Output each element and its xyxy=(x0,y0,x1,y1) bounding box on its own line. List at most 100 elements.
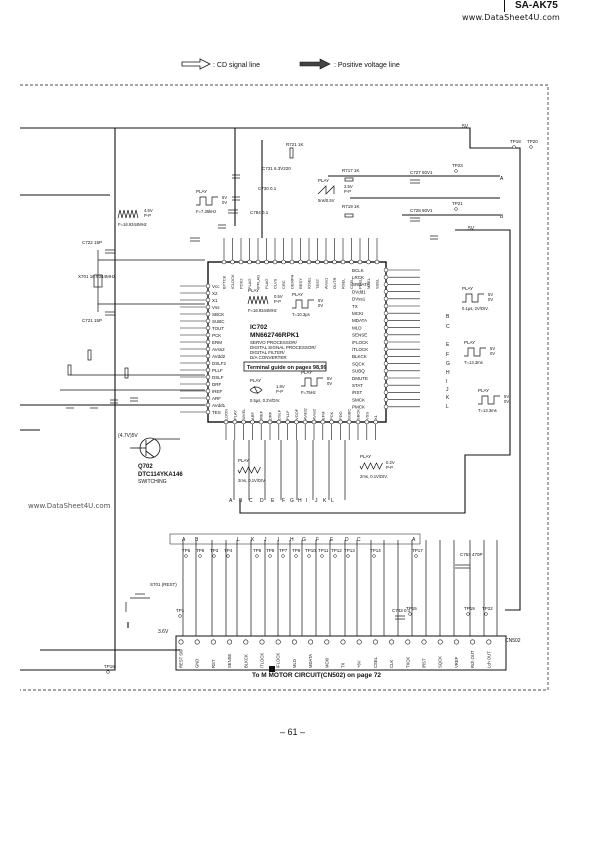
ic-left-pin-label: TOUT xyxy=(212,326,224,331)
ic-pin-dot xyxy=(205,332,211,338)
c731-label: C731 6.3V220 xyxy=(262,166,291,171)
waveform-amplitude: 5V xyxy=(327,376,332,381)
cn502-pin-label: CLK xyxy=(389,660,394,668)
ic-pin-dot xyxy=(383,332,389,338)
ic-desc-2: DIGITAL SIGNAL PROCESSOR/ xyxy=(250,345,317,350)
waveform-amplitude: 1.8V xyxy=(276,384,285,389)
ic-pin-dot xyxy=(205,395,211,401)
cd-signal-arrow-icon xyxy=(181,58,211,70)
ic-pin-dot xyxy=(276,419,282,425)
cn502-pin-icon xyxy=(356,639,362,645)
svg-text:R721 1K R717 1K R719 1: R721 1K R717 1K R719 1K C727 50V1 C728 5… xyxy=(250,142,434,215)
ic-pin-dot xyxy=(205,388,211,394)
test-point-icon xyxy=(333,554,337,558)
ic-left-pin-label: DSLF xyxy=(212,375,224,380)
waveform-play-label: PLAY xyxy=(462,286,473,291)
cn502-pin-icon xyxy=(372,639,378,645)
r719-label: R719 1K xyxy=(342,204,360,209)
bus-letter: L xyxy=(446,404,449,410)
ic-left-pins: VccX2X1VssSBCKSUBCTOUTPCKERMAVss2AVdd2DS… xyxy=(180,283,227,415)
ic-right-pin-label: DMUTE xyxy=(352,376,368,381)
test-point-label: TP11 xyxy=(318,548,329,553)
ic-pin-dot xyxy=(383,397,389,402)
ic-pin-dot xyxy=(373,419,378,425)
cn502-pin-icon xyxy=(437,639,443,645)
bus-letter: J xyxy=(264,537,267,543)
bus-letter: G xyxy=(302,537,306,543)
header-url: www.DataSheet4U.com xyxy=(462,13,561,22)
ic-pin-dot xyxy=(340,259,346,265)
ic-pin-dot xyxy=(205,346,211,352)
ic-bottom-pin-label: DRF xyxy=(268,411,273,420)
c721-label: C721 15P xyxy=(82,318,102,323)
ic-pin-dot xyxy=(255,259,261,265)
ic-right-pin-label: STAT xyxy=(352,383,363,388)
waveform-note: T=13.3ms xyxy=(464,360,483,365)
left-passives xyxy=(60,349,205,409)
bus-letter: J xyxy=(315,498,318,504)
ic-bottom-pin-label: PCK xyxy=(329,411,334,420)
cn502-pin-label: VREF xyxy=(454,656,459,668)
ic-left-pin-label: PCK xyxy=(212,333,221,338)
cn502-pin-label: MCKI xyxy=(324,658,329,668)
ic-pin-dot xyxy=(205,290,211,296)
ic-bottom-pin-label: WVEL xyxy=(241,408,246,420)
waveform-note: 0.1μs, 2V/DIV. xyxy=(462,306,489,311)
waveform-play-label: PLAY xyxy=(360,454,371,459)
cn502-pin-icon xyxy=(308,639,314,645)
test-point-label: TP9 xyxy=(292,548,301,553)
ic-top-pin-label: IOSEL xyxy=(307,276,312,289)
ic-pin-dot xyxy=(221,259,227,265)
ic-pin-dot xyxy=(383,296,389,302)
ic-bottom-pin-label: X1 xyxy=(373,414,378,420)
cn502-pin-label: BLKCK xyxy=(243,654,248,668)
ic-top-pin-label: IPFLAG xyxy=(256,275,261,289)
ic-pin-dot xyxy=(238,259,244,265)
bus-letter: L xyxy=(331,498,334,504)
watermark: www.DataSheet4U.com xyxy=(28,502,111,510)
test-point-icon xyxy=(212,554,216,558)
ic-right-pin-label: PMCK xyxy=(352,405,365,410)
bus-letter: K xyxy=(323,498,327,504)
ic-bottom-pin-label: AVss2 xyxy=(312,408,317,420)
waveform-amplitude: 0.2V xyxy=(386,460,395,465)
ic-pin-dot xyxy=(285,419,290,425)
waveform-amplitude: 5V xyxy=(488,292,493,297)
ic-pin-dot xyxy=(205,325,211,331)
ic-top-pin-label: /CLDCK xyxy=(230,274,235,289)
ic-pin-dot xyxy=(383,368,389,374)
test-point-label: TP13 xyxy=(344,548,355,553)
test-point-label: TP22 xyxy=(482,606,493,611)
ic-pin-dot xyxy=(247,259,252,265)
ic-bottom-pin-label: VCOF xyxy=(294,408,299,420)
waveform-play-label: PLAY xyxy=(250,378,261,383)
ic-pin-dot xyxy=(250,419,255,425)
ic-top-pin-label: SSEL xyxy=(375,278,380,289)
ic-pin-dot xyxy=(205,367,211,373)
bus-letter: C xyxy=(249,498,253,504)
ic-pin-dot xyxy=(272,259,278,265)
test-point-label: TP7 xyxy=(279,548,288,553)
ic-left-pin-label: ARF xyxy=(212,396,221,401)
waveform-note: F=16.9344MHz xyxy=(248,308,277,313)
bus-letter: I xyxy=(306,498,307,504)
ic-right-pin-label: SUBQ xyxy=(352,369,365,374)
waveform-trace xyxy=(237,466,261,474)
ic-pin-dot xyxy=(258,419,264,425)
ic-top-pin-label: AVss1 xyxy=(324,277,329,289)
test-point-label: TP18 xyxy=(510,139,521,144)
ic-pin-dot xyxy=(205,283,211,289)
ic-pin-dot xyxy=(320,419,326,425)
waveform-note: 0.5μs, 0.2V/DIV. xyxy=(250,398,280,403)
ic-bottom-pin-label: LDON xyxy=(224,409,229,420)
test-point-icon xyxy=(454,169,458,173)
test-point-label: TP21 xyxy=(452,201,463,206)
ic-bottom-pin-label: EFM xyxy=(320,412,325,420)
waveform-amplitude: 0V xyxy=(222,200,227,205)
cn502-pin-label: Lch OUT xyxy=(486,651,491,668)
cn502-pin-label: Rch OUT xyxy=(470,650,475,668)
cn502-pin-icon xyxy=(243,639,249,645)
cn502-pin-label: RST xyxy=(211,659,216,668)
